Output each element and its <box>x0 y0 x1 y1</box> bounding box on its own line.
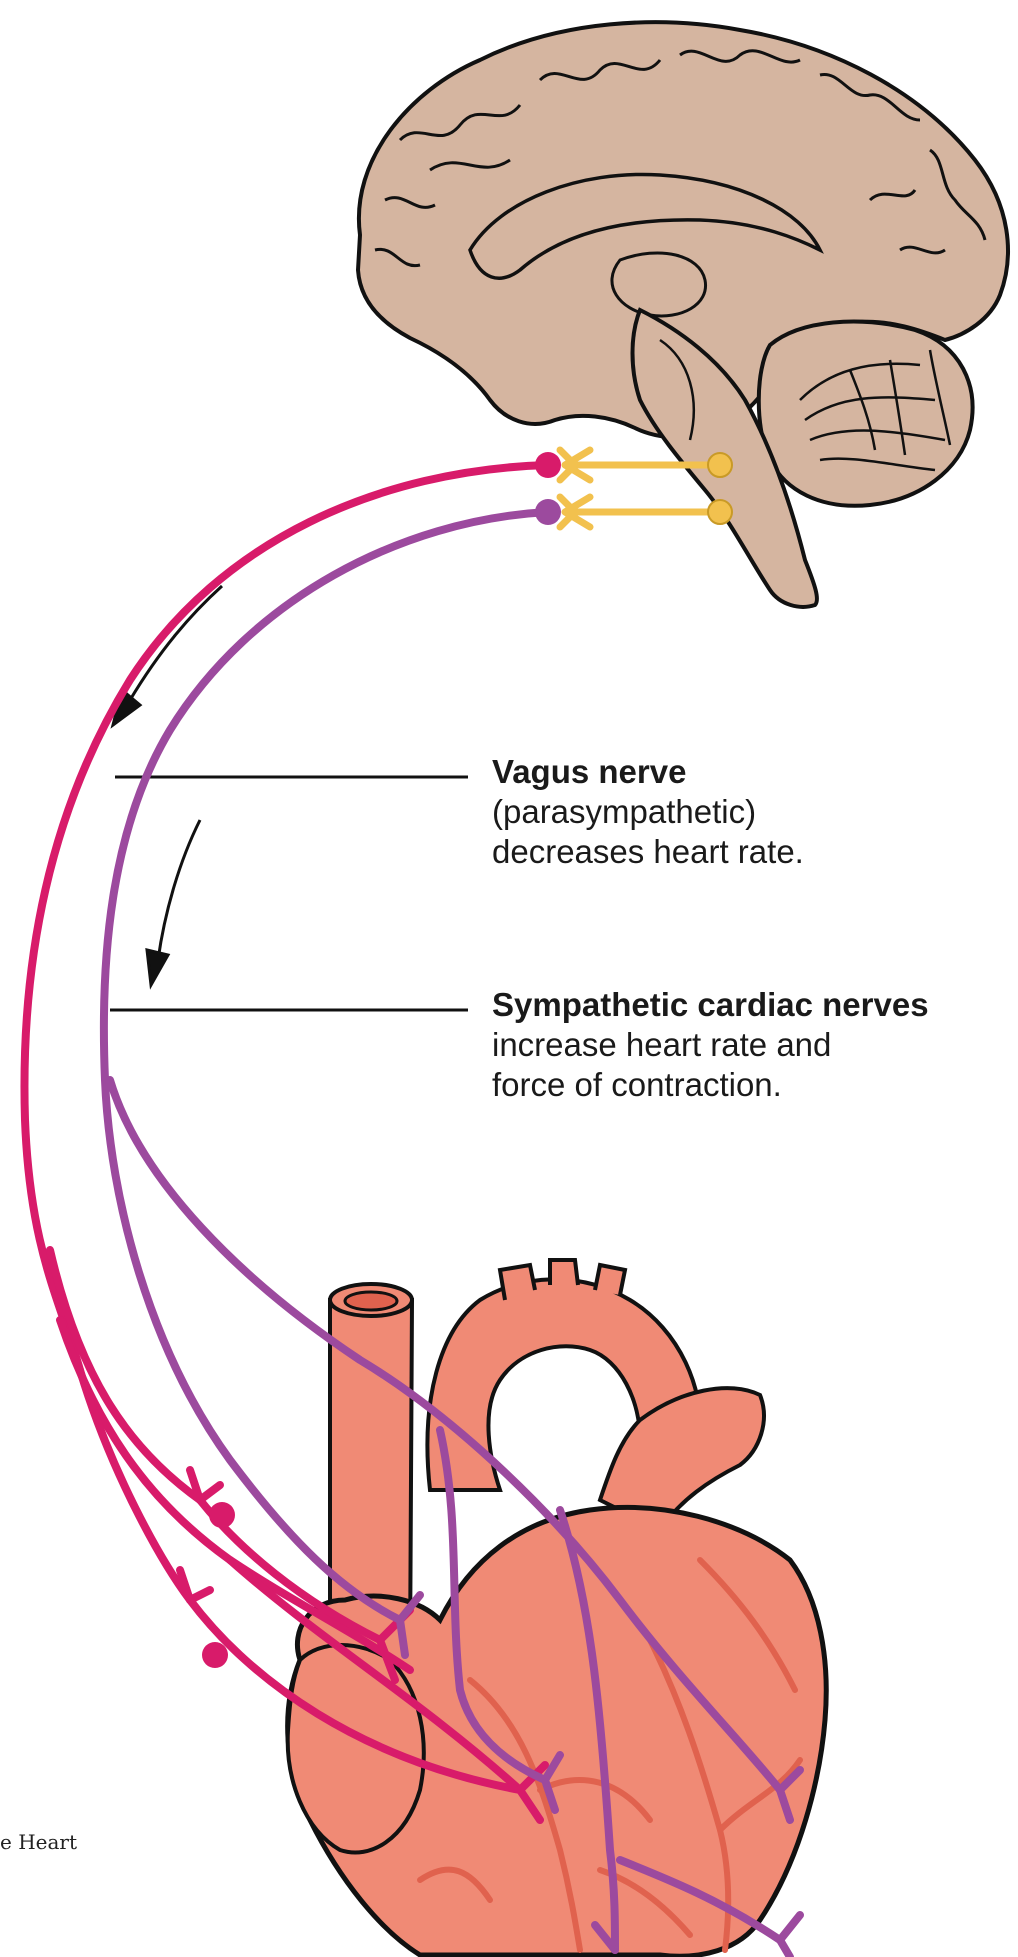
thalamus <box>612 253 706 316</box>
leader-lines <box>110 777 468 1010</box>
lower-neuron <box>560 497 732 527</box>
brain-illustration <box>358 22 1008 607</box>
sympathetic-nerves-line2: force of contraction. <box>492 1065 929 1105</box>
sympathetic-nerves-line1: increase heart rate and <box>492 1025 929 1065</box>
vagus-nerve-line2: decreases heart rate. <box>492 832 804 872</box>
vagus-nerve-label: Vagus nerve (parasympathetic) decreases … <box>492 752 804 872</box>
figure-caption: e Heart <box>0 1830 77 1854</box>
right-atrium <box>288 1645 424 1853</box>
sympathetic-nerves-title: Sympathetic cardiac nerves <box>492 985 929 1025</box>
cerebellum <box>759 322 973 506</box>
vagus-nerve-title: Vagus nerve <box>492 752 804 792</box>
sympathetic-arrow-icon <box>158 820 200 960</box>
direction-arrows <box>113 586 222 985</box>
vagus-nerve-line1: (parasympathetic) <box>492 792 804 832</box>
sympathetic-synapse-dot <box>535 499 561 525</box>
sympathetic-nerves-label: Sympathetic cardiac nerves increase hear… <box>492 985 929 1105</box>
